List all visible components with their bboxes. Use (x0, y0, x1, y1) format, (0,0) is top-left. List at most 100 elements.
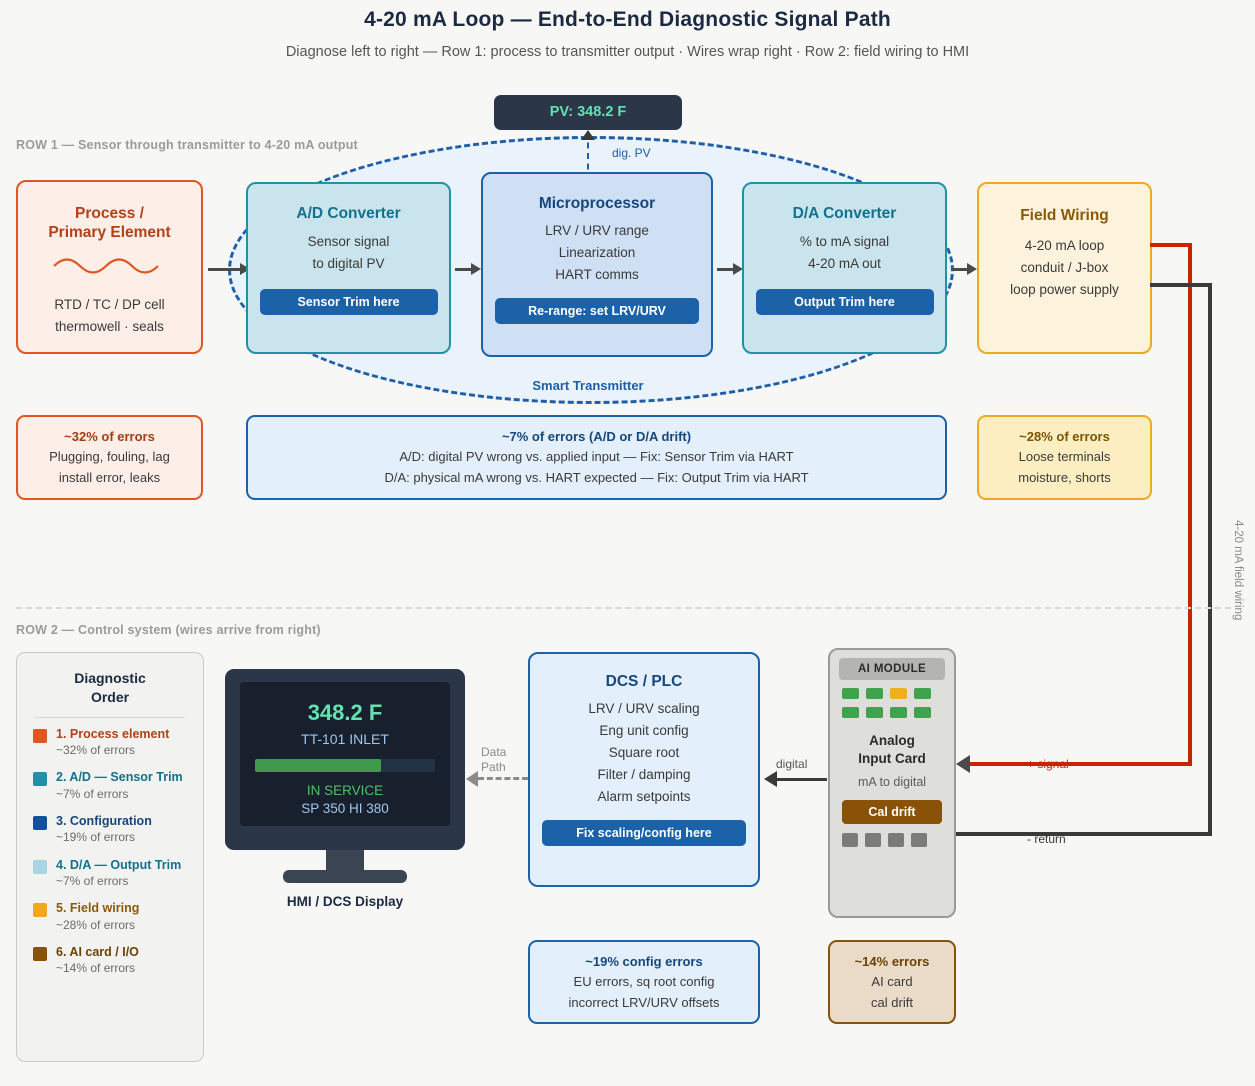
legend-swatch (33, 946, 47, 961)
legend-item[interactable]: 2. A/D — Sensor Trim~7% of errors (17, 769, 203, 803)
smart-transmitter-label: Smart Transmitter (532, 378, 644, 393)
ai-led (866, 688, 883, 699)
page-title: 4-20 mA Loop — End-to-End Diagnostic Sig… (364, 8, 891, 31)
sensor-trim-button[interactable]: Sensor Trim here (259, 289, 438, 316)
fix-scaling-button[interactable]: Fix scaling/config here (542, 819, 746, 846)
wire-return-top (1150, 283, 1212, 287)
arrow-process-to-ad (208, 268, 244, 271)
node-ad-line-2: to digital PV (312, 256, 385, 272)
ai-terminal (888, 832, 904, 847)
node-dcs-line-4: Filter / damping (597, 766, 691, 782)
node-da-title: D/A Converter (792, 205, 897, 222)
ai-terminal-row (842, 832, 954, 847)
legend-item-label: 6. AI card / I/O (56, 944, 139, 959)
waveform-icon (52, 258, 159, 274)
arrow-digital (777, 778, 827, 781)
legend-swatch (33, 903, 47, 918)
node-process-title-line2: Primary Element (48, 224, 171, 242)
legend-divider (35, 716, 185, 718)
note-config-head: ~19% config errors (585, 954, 703, 969)
note-aicard-head: ~14% errors (854, 954, 930, 969)
legend-item-sub: ~28% of errors (56, 917, 136, 932)
node-field-title: Field Wiring (1020, 207, 1109, 224)
node-dcs-line-3: Square root (608, 745, 680, 761)
node-field-wiring[interactable]: Field Wiring 4-20 mA loop conduit / J-bo… (977, 182, 1152, 354)
ai-led-row-1 (842, 688, 954, 699)
node-process-primary-element[interactable]: Process / Primary Element RTD / TC / DP … (16, 180, 203, 354)
node-micro-line-1: LRV / URV range (545, 223, 649, 239)
row1-label: ROW 1 — Sensor through transmitter to 4-… (16, 138, 358, 152)
node-micro-line-3: HART comms (555, 267, 639, 283)
note-aicard-line-1: AI card (871, 974, 913, 989)
ai-led (842, 707, 859, 718)
note-converter-errors: ~7% of errors (A/D or D/A drift) A/D: di… (246, 415, 947, 500)
note-process-line-2: install error, leaks (58, 469, 161, 485)
wire-return-label: - return (1027, 832, 1066, 846)
legend-item[interactable]: 4. D/A — Output Trim~7% of errors (17, 857, 203, 891)
node-micro-line-2: Linearization (558, 245, 636, 261)
output-trim-button[interactable]: Output Trim here (755, 289, 934, 316)
ai-card-name: Analog Input Card (830, 732, 954, 768)
node-da-line-1: % to mA signal (799, 234, 890, 250)
note-config-line-2: incorrect LRV/URV offsets (568, 994, 720, 1010)
field-wiring-vertical-label: 4-20 mA field wiring (1232, 520, 1244, 621)
diagnostic-order-panel: Diagnostic Order 1. Process element~32% … (16, 652, 204, 1062)
wire-plus-top (1150, 243, 1192, 247)
legend-title-line1: Diagnostic (74, 670, 146, 686)
node-microprocessor[interactable]: Microprocessor LRV / URV range Lineariza… (481, 172, 713, 357)
hmi-screen[interactable]: 348.2 F TT-101 INLET IN SERVICE SP 350 H… (240, 682, 450, 826)
ai-led (890, 707, 907, 718)
hmi-bargraph-fill (255, 759, 381, 772)
ai-module-header: AI MODULE (839, 658, 945, 680)
analog-input-module[interactable]: AI MODULE Analog Input Card mA to digita… (828, 648, 956, 918)
digital-pv-link (587, 132, 589, 180)
wire-plus-bottom (968, 762, 1192, 766)
note-aicard-errors: ~14% errors AI card cal drift (828, 940, 956, 1024)
datapath-label: Data Path (481, 745, 506, 775)
digital-pv-arrowhead (581, 130, 595, 140)
note-aicard-line-2: cal drift (871, 994, 913, 1010)
wire-return-vertical (1208, 283, 1212, 836)
node-dcs-line-2: Eng unit config (599, 723, 689, 739)
legend-item[interactable]: 5. Field wiring~28% of errors (17, 900, 203, 934)
legend-item-sub: ~14% of errors (56, 961, 136, 976)
note-converter-line-2: D/A: physical mA wrong vs. HART expected… (384, 469, 809, 485)
note-wiring-errors: ~28% of errors Loose terminals moisture,… (977, 415, 1152, 500)
ai-card-name-line2: Input Card (858, 750, 926, 766)
ai-terminal (865, 832, 881, 847)
legend-item-label: 1. Process element (56, 726, 170, 741)
node-da-line-2: 4-20 mA out (808, 256, 881, 272)
arrow-micro-to-da (717, 268, 737, 271)
datapath-label-line2: Path (481, 760, 506, 774)
arrow-ad-to-micro (455, 268, 475, 271)
legend-items: 1. Process element~32% of errors 2. A/D —… (17, 726, 203, 978)
rerange-button[interactable]: Re-range: set LRV/URV (495, 297, 699, 324)
legend-item-sub: ~7% of errors (56, 786, 129, 801)
arrow-process-to-ad-head (240, 263, 250, 275)
legend-swatch (33, 772, 47, 787)
hmi-status-text: IN SERVICE (306, 783, 384, 798)
note-wiring-line-1: Loose terminals (1018, 449, 1111, 464)
node-da-converter[interactable]: D/A Converter % to mA signal 4-20 mA out… (742, 182, 947, 354)
ai-card-name-line1: Analog (869, 733, 915, 748)
legend-item[interactable]: 3. Configuration~19% of errors (17, 813, 203, 847)
node-process-line-1: RTD / TC / DP cell (54, 296, 165, 312)
datapath-label-line1: Data (481, 745, 507, 759)
cal-drift-button[interactable]: Cal drift (842, 799, 942, 824)
note-converter-line-1: A/D: digital PV wrong vs. applied input … (399, 449, 794, 464)
hmi-setpoints: SP 350 HI 380 (301, 801, 389, 816)
legend-item-sub: ~19% of errors (56, 830, 136, 845)
legend-item[interactable]: 6. AI card / I/O ~14% of errors (17, 944, 203, 978)
arrow-da-to-field-head (967, 263, 977, 275)
node-dcs-plc[interactable]: DCS / PLC LRV / URV scaling Eng unit con… (528, 652, 760, 887)
legend-swatch (33, 859, 47, 874)
arrow-datapath (478, 777, 528, 780)
node-micro-title: Microprocessor (538, 195, 656, 212)
node-ad-converter[interactable]: A/D Converter Sensor signal to digital P… (246, 182, 451, 354)
note-wiring-line-2: moisture, shorts (1018, 469, 1111, 485)
row2-label: ROW 2 — Control system (wires arrive fro… (16, 623, 321, 637)
ai-led (842, 688, 859, 699)
legend-item-label: 5. Field wiring (56, 901, 140, 916)
hmi-caption: HMI / DCS Display (286, 894, 404, 909)
legend-item[interactable]: 1. Process element~32% of errors (17, 726, 203, 760)
